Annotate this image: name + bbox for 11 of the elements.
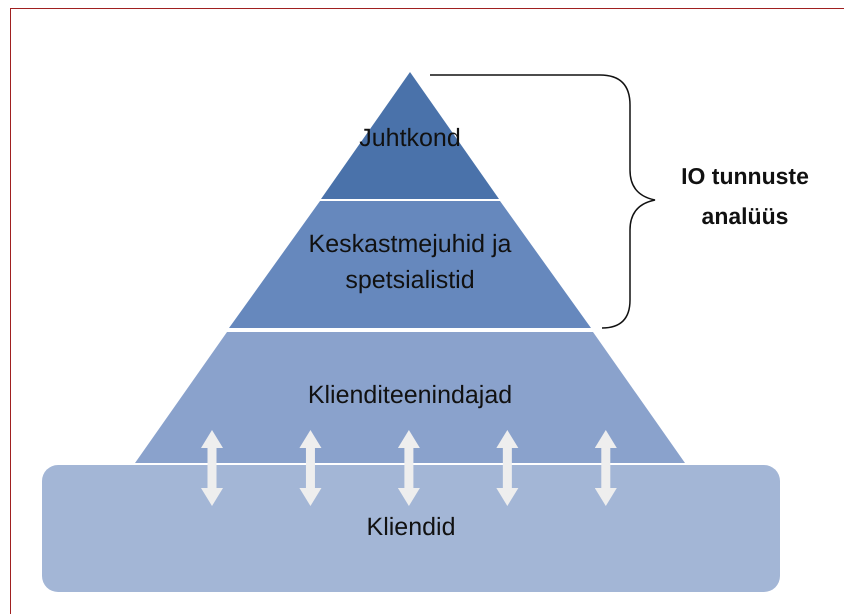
double-arrow bbox=[496, 430, 518, 506]
tier-label: Juhtkond bbox=[358, 123, 462, 154]
rounded-band bbox=[42, 465, 780, 592]
double-arrow bbox=[594, 430, 617, 506]
bracket-note: IO tunnuste analüüs bbox=[680, 162, 810, 231]
double-arrow bbox=[201, 430, 223, 506]
double-arrow bbox=[299, 430, 322, 506]
double-arrow bbox=[398, 430, 420, 506]
tier-label: Keskastmejuhid ja spetsialistid bbox=[308, 229, 512, 296]
tier-label: Klienditeenindajad bbox=[306, 380, 514, 411]
tier-label: Kliendid bbox=[366, 512, 456, 543]
